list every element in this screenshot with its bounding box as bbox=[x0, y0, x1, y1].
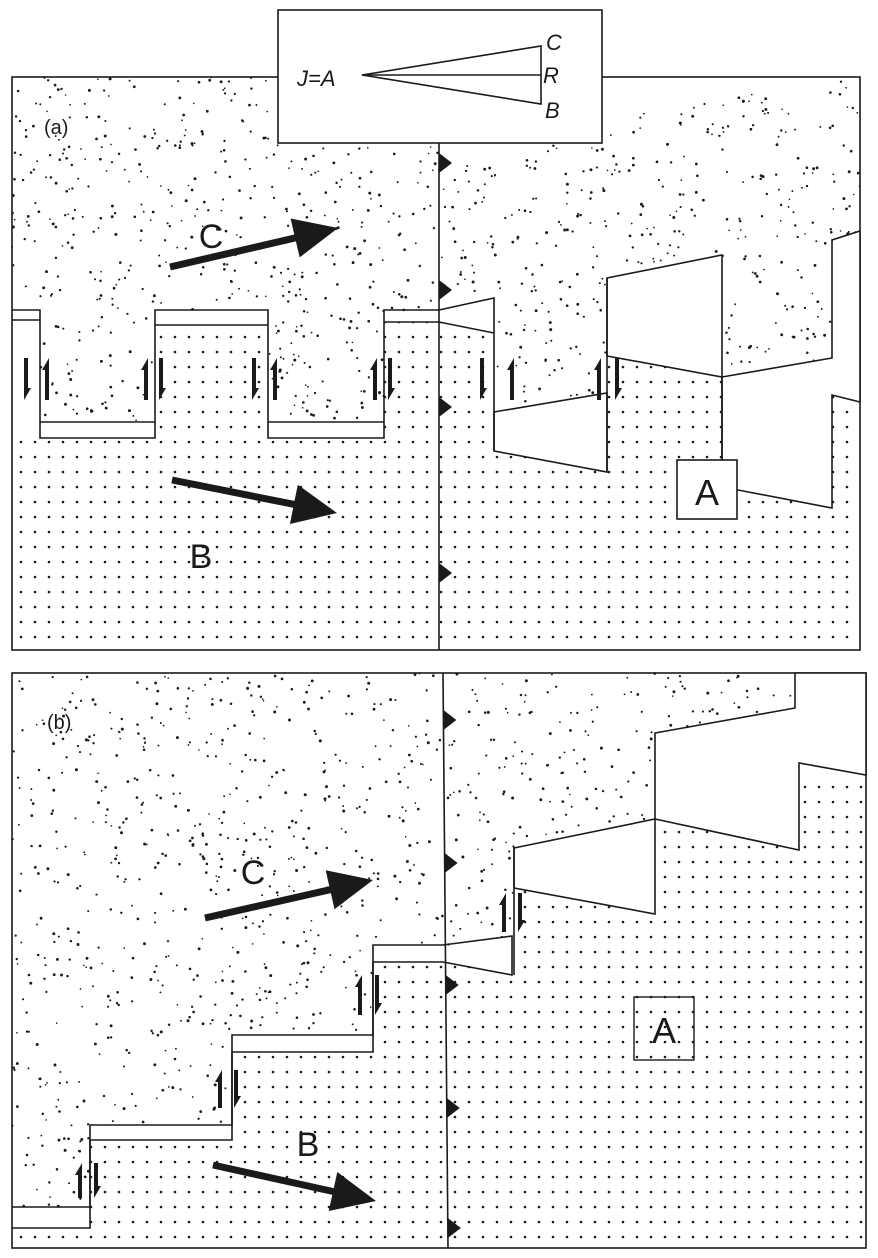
plate-b-texture-right bbox=[439, 322, 860, 650]
half-arrow-up-icon bbox=[75, 1163, 82, 1198]
panel-a: A (a) C B J=A C R B bbox=[11, 9, 861, 651]
plate-c-label: C bbox=[241, 854, 266, 892]
half-arrows-shear bbox=[24, 358, 622, 400]
half-arrow-down-icon bbox=[388, 358, 395, 400]
half-arrow-up-icon bbox=[141, 358, 148, 400]
subduction-teeth bbox=[439, 153, 452, 583]
trench-tooth-icon bbox=[439, 563, 452, 583]
half-arrow-down-icon bbox=[615, 358, 622, 400]
boundary-geometry-right bbox=[442, 672, 867, 976]
half-arrow-up-icon bbox=[370, 358, 377, 400]
ridge-transform-boundary-left bbox=[12, 944, 443, 1229]
legend-c: C bbox=[546, 30, 562, 55]
trench-tooth-icon bbox=[446, 1098, 460, 1118]
subduction-teeth bbox=[443, 710, 461, 1238]
trench-tooth-icon bbox=[439, 280, 452, 300]
boundary-geometry-right bbox=[438, 229, 861, 509]
half-arrow-down-icon bbox=[159, 358, 166, 400]
panel-b: A (b) C B bbox=[11, 672, 867, 1249]
plate-a-label: A bbox=[695, 472, 719, 513]
trench-tooth-icon bbox=[439, 397, 452, 417]
plate-a-box bbox=[633, 996, 695, 1061]
half-arrow-up-icon bbox=[42, 358, 49, 400]
half-arrow-up-icon bbox=[507, 358, 514, 400]
plate-c-label: C bbox=[199, 218, 224, 256]
trench-tooth-icon bbox=[447, 1218, 461, 1238]
trench-tooth-icon bbox=[444, 853, 458, 873]
plate-c-texture bbox=[11, 76, 861, 422]
plate-b-label: B bbox=[297, 1126, 320, 1164]
half-arrow-up-icon bbox=[499, 893, 506, 932]
half-arrow-down-icon bbox=[24, 358, 31, 400]
half-arrows-shear bbox=[75, 893, 525, 1198]
half-arrow-up-icon bbox=[594, 358, 601, 400]
plate-b-texture-left bbox=[12, 962, 443, 1248]
half-arrow-up-icon bbox=[215, 1070, 222, 1108]
legend-r: R bbox=[543, 63, 559, 88]
half-arrow-up-icon bbox=[355, 975, 362, 1015]
trench-tooth-icon bbox=[439, 153, 452, 173]
plate-c-texture bbox=[11, 672, 792, 1208]
half-arrow-down-icon bbox=[94, 1163, 101, 1198]
trench-line bbox=[442, 672, 449, 1249]
legend-junction: J=A bbox=[296, 66, 336, 91]
plate-c-motion-arrow bbox=[169, 218, 338, 271]
panel-a-tag: (a) bbox=[44, 117, 68, 139]
plate-b-motion-arrow bbox=[171, 476, 337, 524]
half-arrow-down-icon bbox=[375, 975, 382, 1015]
plate-b-motion-arrow bbox=[212, 1161, 376, 1211]
trench-tooth-icon bbox=[443, 710, 457, 730]
half-arrow-down-icon bbox=[480, 358, 487, 400]
plate-b-label: B bbox=[190, 538, 213, 576]
plate-a-label: A bbox=[652, 1010, 676, 1051]
plate-b-texture-left bbox=[12, 322, 439, 650]
half-arrow-down-icon bbox=[518, 893, 525, 932]
legend-box bbox=[277, 9, 603, 144]
junction-legend: J=A C R B bbox=[277, 9, 603, 144]
plate-a-box bbox=[676, 459, 738, 520]
panel-b-tag: (b) bbox=[47, 712, 71, 734]
plate-b-texture-right bbox=[443, 775, 866, 1248]
legend-b: B bbox=[545, 98, 560, 123]
half-arrow-down-icon bbox=[252, 358, 259, 400]
half-arrow-up-icon bbox=[270, 358, 277, 400]
half-arrow-down-icon bbox=[234, 1070, 241, 1108]
ridge-transform-boundary-left bbox=[12, 309, 439, 439]
trench-tooth-icon bbox=[445, 975, 459, 995]
plate-c-motion-arrow bbox=[204, 870, 373, 922]
